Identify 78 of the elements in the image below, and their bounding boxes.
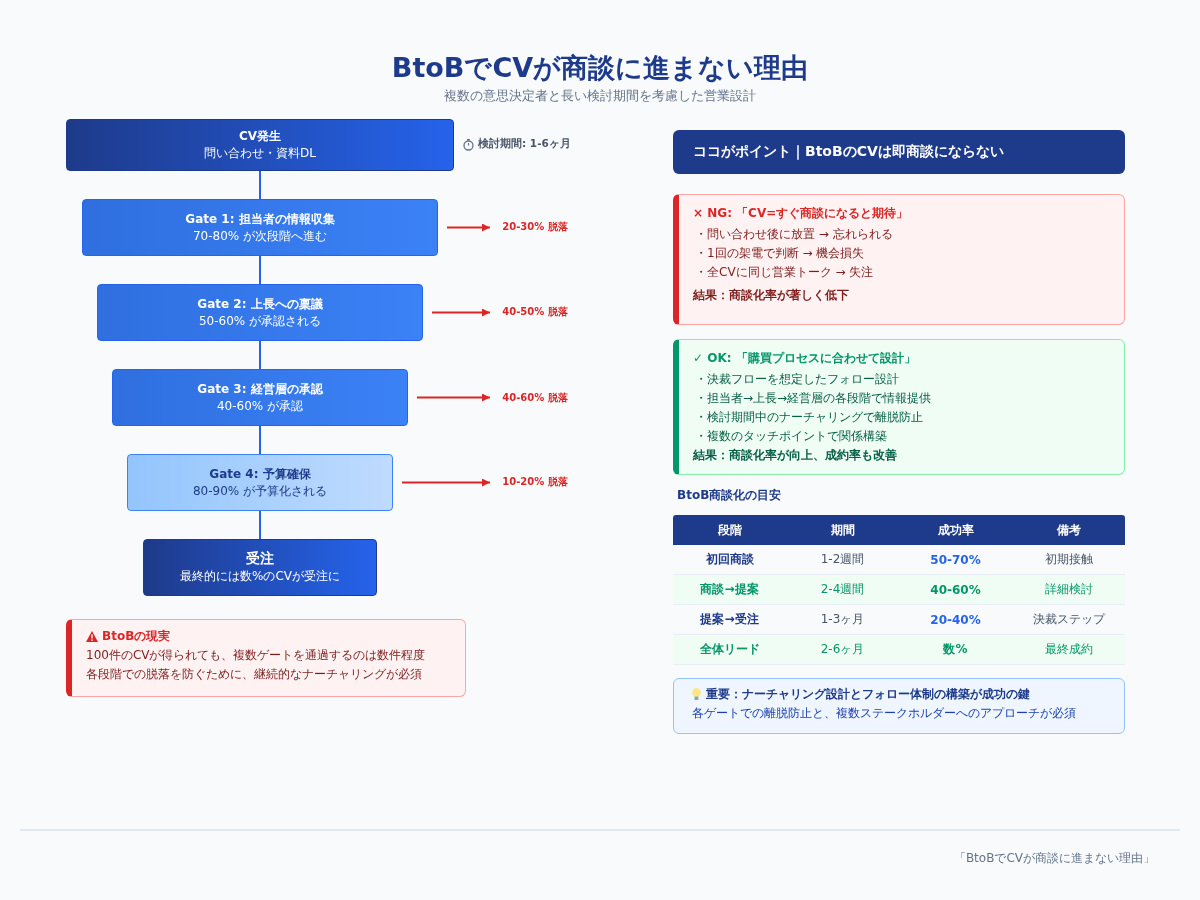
subtitle: 複数の意思決定者と長い検討期間を考慮した営業設計 — [443, 88, 757, 105]
process-box — [112, 369, 408, 426]
connector-line — [259, 425, 261, 455]
table-value: 1-2週間 — [819, 551, 866, 568]
process-box — [66, 119, 454, 171]
drop-rate-label: 10-20% 脱落 — [490, 472, 580, 492]
process-box — [143, 539, 377, 596]
box-subtitle: 50-60% が承認される — [198, 312, 322, 330]
card-heading: × NG: 「CV=すぐ商談になると期待」 — [693, 205, 910, 222]
arrow — [416, 393, 491, 402]
drop-rate-label: 40-60% 脱落 — [490, 388, 580, 408]
box-title: 受注 — [246, 550, 274, 568]
drop-rate-label: 40-50% 脱落 — [490, 302, 580, 322]
tip-card — [673, 678, 1125, 734]
result-text: 結果：商談化率が著しく低下 — [693, 287, 850, 304]
process-box — [82, 199, 438, 256]
card-text: 100件のCVが得られても、複数ゲートを通過するのは数件程度 — [86, 647, 427, 664]
box-title: Gate 2: 上長への稟議 — [197, 295, 323, 313]
page-title: BtoBでCVが商談に進まない理由 — [390, 51, 810, 85]
table-value: 最終成約 — [1043, 641, 1094, 658]
box-title: Gate 3: 経営層の承認 — [197, 380, 323, 398]
table-value: 決裁ステップ — [1031, 611, 1107, 628]
table-heading: BtoB商談化の目安 — [677, 487, 782, 504]
connector-line — [259, 170, 261, 200]
table-value: 詳細検討 — [1043, 581, 1094, 598]
duration-note: 検討期間: 1-6ヶ月 — [478, 137, 571, 151]
box-subtitle: 問い合わせ・資料DL — [204, 145, 316, 162]
box-title: Gate 1: 担当者の情報収集 — [185, 210, 335, 228]
column-header: 備考 — [1055, 521, 1082, 539]
bullet-item: ・1回の架電で判断 → 機会損失 — [694, 245, 866, 262]
box-title: CV発生 — [238, 128, 282, 145]
warning-card — [66, 619, 466, 697]
table-value: 数% — [942, 641, 969, 658]
table-value: 2-6ヶ月 — [819, 641, 866, 658]
arrow — [446, 223, 491, 232]
table-value: 20-40% — [929, 612, 982, 627]
comparison-card — [673, 339, 1125, 475]
bullet-item: ・検討期間中のナーチャリングで離脱防止 — [694, 409, 924, 426]
table-value: 1-3ヶ月 — [819, 611, 866, 628]
arrow — [431, 308, 491, 317]
bullet-item: ・決裁フローを想定したフォロー設計 — [694, 371, 900, 388]
table-value: 2-4週間 — [819, 581, 866, 598]
process-box — [97, 284, 423, 341]
column-header: 段階 — [716, 521, 743, 539]
box-subtitle: 最終的には数%のCVが受注に — [180, 568, 340, 585]
result-text: 結果：商談化率が向上、成約率も改善 — [693, 447, 898, 464]
box-subtitle: 70-80% が次段階へ進む — [192, 227, 328, 245]
card-heading: ✓ OK: 「購買プロセスに合わせて設計」 — [693, 350, 917, 367]
table-value: 50-70% — [929, 552, 982, 567]
table-value: 提案→受注 — [699, 611, 760, 628]
table-value: 初期接触 — [1043, 551, 1094, 568]
bullet-item: ・問い合わせ後に放置 → 忘れられる — [694, 226, 894, 243]
header-bar — [673, 130, 1125, 174]
bullet-item: ・複数のタッチポイントで関係構築 — [694, 428, 888, 445]
process-box — [127, 454, 393, 511]
column-header: 期間 — [829, 521, 856, 539]
comparison-card — [673, 194, 1125, 325]
bullet-item: ・担当者→上長→経営層の各段階で情報提供 — [694, 390, 933, 407]
connector-line — [259, 510, 261, 540]
connector-line — [259, 340, 261, 370]
table-value: 商談→提案 — [699, 581, 760, 598]
tip-text: 各ゲートでの離脱防止と、複数ステークホルダーへのアプローチが必須 — [692, 705, 1077, 722]
card-text: 各段階での脱落を防ぐために、継続的なナーチャリングが必須 — [86, 666, 423, 683]
card-heading: BtoBの現実 — [102, 628, 171, 645]
arrow — [401, 478, 491, 487]
header-text: ココがポイント｜BtoBのCVは即商談にならない — [693, 143, 1004, 161]
footer-text: 「BtoBでCVが商談に進まない理由」 — [952, 850, 1155, 867]
bullet-item: ・全CVに同じ営業トーク → 失注 — [694, 264, 875, 281]
table-value: 40-60% — [929, 582, 982, 597]
box-subtitle: 40-60% が承認 — [216, 397, 304, 415]
drop-rate-label: 20-30% 脱落 — [490, 217, 580, 237]
connector-line — [259, 255, 261, 285]
table-value: 全体リード — [698, 641, 761, 658]
box-subtitle: 80-90% が予算化される — [192, 482, 328, 500]
table-value: 初回商談 — [704, 551, 755, 568]
column-header: 成功率 — [936, 521, 975, 539]
tip-heading: 重要：ナーチャリング設計とフォロー体制の構築が成功の鍵 — [706, 686, 1030, 703]
box-title: Gate 4: 予算確保 — [209, 465, 311, 483]
